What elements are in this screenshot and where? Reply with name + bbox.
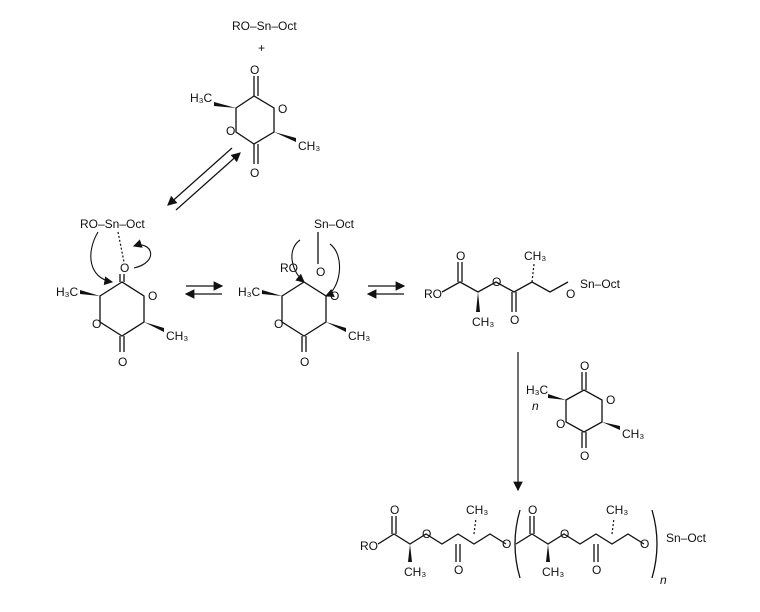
o-right-1: O	[456, 249, 465, 263]
h3c-lact-r: H₃C	[526, 383, 549, 397]
ro-polymer: RO	[360, 539, 378, 553]
carbonyl-o-top: O	[250, 63, 259, 77]
o-lact-r-bottom: O	[580, 449, 589, 463]
sn-oct-polymer: Sn–Oct	[666, 531, 707, 545]
ring-o-left-a: O	[148, 289, 157, 303]
h3c-top: H₃C	[190, 91, 213, 105]
carbonyl-o-mid: O	[300, 355, 309, 369]
ro-middle: RO	[280, 261, 298, 275]
ring-opened-product: RO O O CH₃ O CH₃ O Sn–Oct	[424, 249, 621, 329]
ch3-poly-1: CH₃	[404, 565, 426, 579]
n-arrow: n	[532, 399, 539, 413]
equilibrium-arrows-2	[366, 281, 406, 299]
plus-sign: +	[258, 41, 265, 55]
ro-sn-oct-left: RO–Sn–Oct	[80, 217, 145, 231]
ch3-poly-4: CH₃	[606, 503, 628, 517]
initiator-label: RO–Sn–Oct	[232, 19, 297, 33]
ch3-lact-r: CH₃	[622, 427, 644, 441]
polymer-chain: RO O O CH₃ O CH₃ O O O CH₃ O CH₃ O n Sn–…	[360, 503, 707, 587]
ring-o-left: O	[226, 124, 235, 138]
ch3-right-2: CH₃	[524, 249, 546, 263]
o-lact-r-top: O	[580, 359, 589, 373]
lactide-top: O O O O H₃C CH₃	[190, 63, 320, 180]
o-poly-8: O	[640, 537, 649, 551]
ch3-poly-2: CH₃	[466, 503, 488, 517]
o-right-sn: O	[566, 287, 575, 301]
sn-oct-right: Sn–Oct	[580, 277, 621, 291]
lactide-right: O O O O H₃C CH₃	[526, 359, 644, 463]
o-poly-4: O	[502, 537, 511, 551]
o-middle: O	[316, 265, 325, 279]
carbonyl-o-left-bottom: O	[118, 355, 127, 369]
o-right-ester: O	[492, 275, 501, 289]
h3c-mid: H₃C	[238, 285, 261, 299]
coordination-complex: RO–Sn–Oct O O O O H₃C CH₃	[56, 217, 188, 369]
o-poly-2: O	[422, 527, 431, 541]
ring-o-right: O	[278, 102, 287, 116]
o-poly-1: O	[390, 503, 399, 517]
initiator-top: RO–Sn–Oct +	[232, 19, 297, 55]
o-lact-r-ring-b: O	[556, 417, 565, 431]
equilibrium-arrows-diagonal	[167, 147, 241, 211]
o-poly-5: O	[528, 503, 537, 517]
o-poly-3: O	[454, 563, 463, 577]
n-polymer: n	[660, 573, 667, 587]
ch3-top: CH₃	[298, 139, 320, 153]
ch3-left: CH₃	[166, 329, 188, 343]
o-poly-7: O	[592, 563, 601, 577]
ch3-mid: CH₃	[348, 329, 370, 343]
ring-o-mid-b: O	[274, 317, 283, 331]
equilibrium-arrows-1	[184, 281, 224, 299]
h3c-left: H₃C	[56, 285, 79, 299]
o-lact-r-ring-a: O	[606, 393, 615, 407]
carbonyl-o-bottom: O	[250, 166, 259, 180]
sn-oct-middle: Sn–Oct	[314, 217, 355, 231]
propagation-arrow: n	[513, 352, 539, 492]
ro-right: RO	[424, 287, 442, 301]
ch3-poly-3: CH₃	[542, 565, 564, 579]
coord-o: O	[120, 261, 129, 275]
o-poly-6: O	[560, 527, 569, 541]
ch3-right-1: CH₃	[472, 315, 494, 329]
ring-o-mid-a: O	[330, 289, 339, 303]
ring-o-left-b: O	[92, 317, 101, 331]
o-right-2: O	[510, 313, 519, 327]
tetrahedral-intermediate: Sn–Oct RO O O O O H₃C CH₃	[238, 217, 370, 369]
